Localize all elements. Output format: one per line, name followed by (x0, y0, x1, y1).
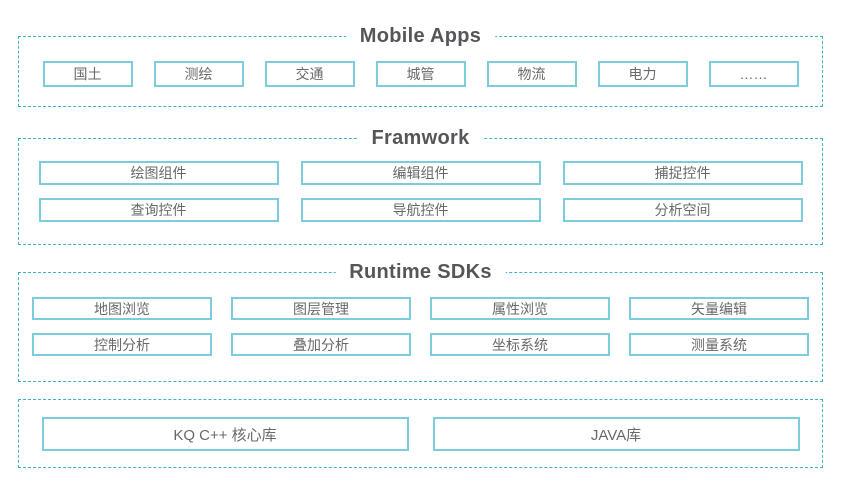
section-title-framework: Framwork (357, 125, 484, 151)
framework-row-2: 查询控件 导航控件 分析空间 (19, 198, 822, 222)
framework-row-1: 绘图组件 编辑组件 捕捉控件 (19, 161, 822, 185)
sdk-box-coordinate-system: 坐标系统 (430, 333, 610, 356)
app-box-wuliu: 物流 (486, 61, 577, 87)
framework-box-navigation: 导航控件 (300, 198, 541, 222)
framework-box-query: 查询控件 (38, 198, 279, 222)
section-mobile-apps: Mobile Apps 国土 测绘 交通 城管 物流 电力 …… (18, 23, 823, 107)
sdk-box-overlay-analysis: 叠加分析 (231, 333, 411, 356)
section-title-runtime-sdks: Runtime SDKs (335, 259, 506, 285)
framework-box-editing: 编辑组件 (300, 161, 541, 185)
sdk-box-attribute-browse: 属性浏览 (430, 297, 610, 320)
app-box-jiaotong: 交通 (264, 61, 355, 87)
section-framework: Framwork 绘图组件 编辑组件 捕捉控件 查询控件 导航控件 分析空间 (18, 125, 823, 245)
sdk-box-layer-manage: 图层管理 (231, 297, 411, 320)
mobile-apps-row: 国土 测绘 交通 城管 物流 电力 …… (19, 61, 822, 87)
runtime-row-1: 地图浏览 图层管理 属性浏览 矢量编辑 (19, 297, 822, 320)
app-box-guotu: 国土 (42, 61, 133, 87)
section-title-mobile-apps: Mobile Apps (345, 23, 496, 49)
libraries-row: KQ C++ 核心库 JAVA库 (19, 417, 822, 451)
library-box-kq-cpp-core: KQ C++ 核心库 (41, 417, 409, 451)
runtime-row-2: 控制分析 叠加分析 坐标系统 测量系统 (19, 333, 822, 356)
framework-box-analysis: 分析空间 (562, 198, 803, 222)
section-core-libraries: KQ C++ 核心库 JAVA库 (18, 399, 823, 468)
library-box-java: JAVA库 (432, 417, 800, 451)
sdk-box-map-browse: 地图浏览 (32, 297, 212, 320)
sdk-box-control-analysis: 控制分析 (32, 333, 212, 356)
app-box-cehui: 测绘 (153, 61, 244, 87)
framework-box-drawing: 绘图组件 (38, 161, 279, 185)
section-runtime-sdks: Runtime SDKs 地图浏览 图层管理 属性浏览 矢量编辑 控制分析 叠加… (18, 259, 823, 382)
sdk-box-measure-system: 测量系统 (629, 333, 809, 356)
app-box-ellipsis: …… (708, 61, 799, 87)
app-box-chengguan: 城管 (375, 61, 466, 87)
app-box-dianli: 电力 (597, 61, 688, 87)
framework-box-snapping: 捕捉控件 (562, 161, 803, 185)
sdk-box-vector-edit: 矢量编辑 (629, 297, 809, 320)
